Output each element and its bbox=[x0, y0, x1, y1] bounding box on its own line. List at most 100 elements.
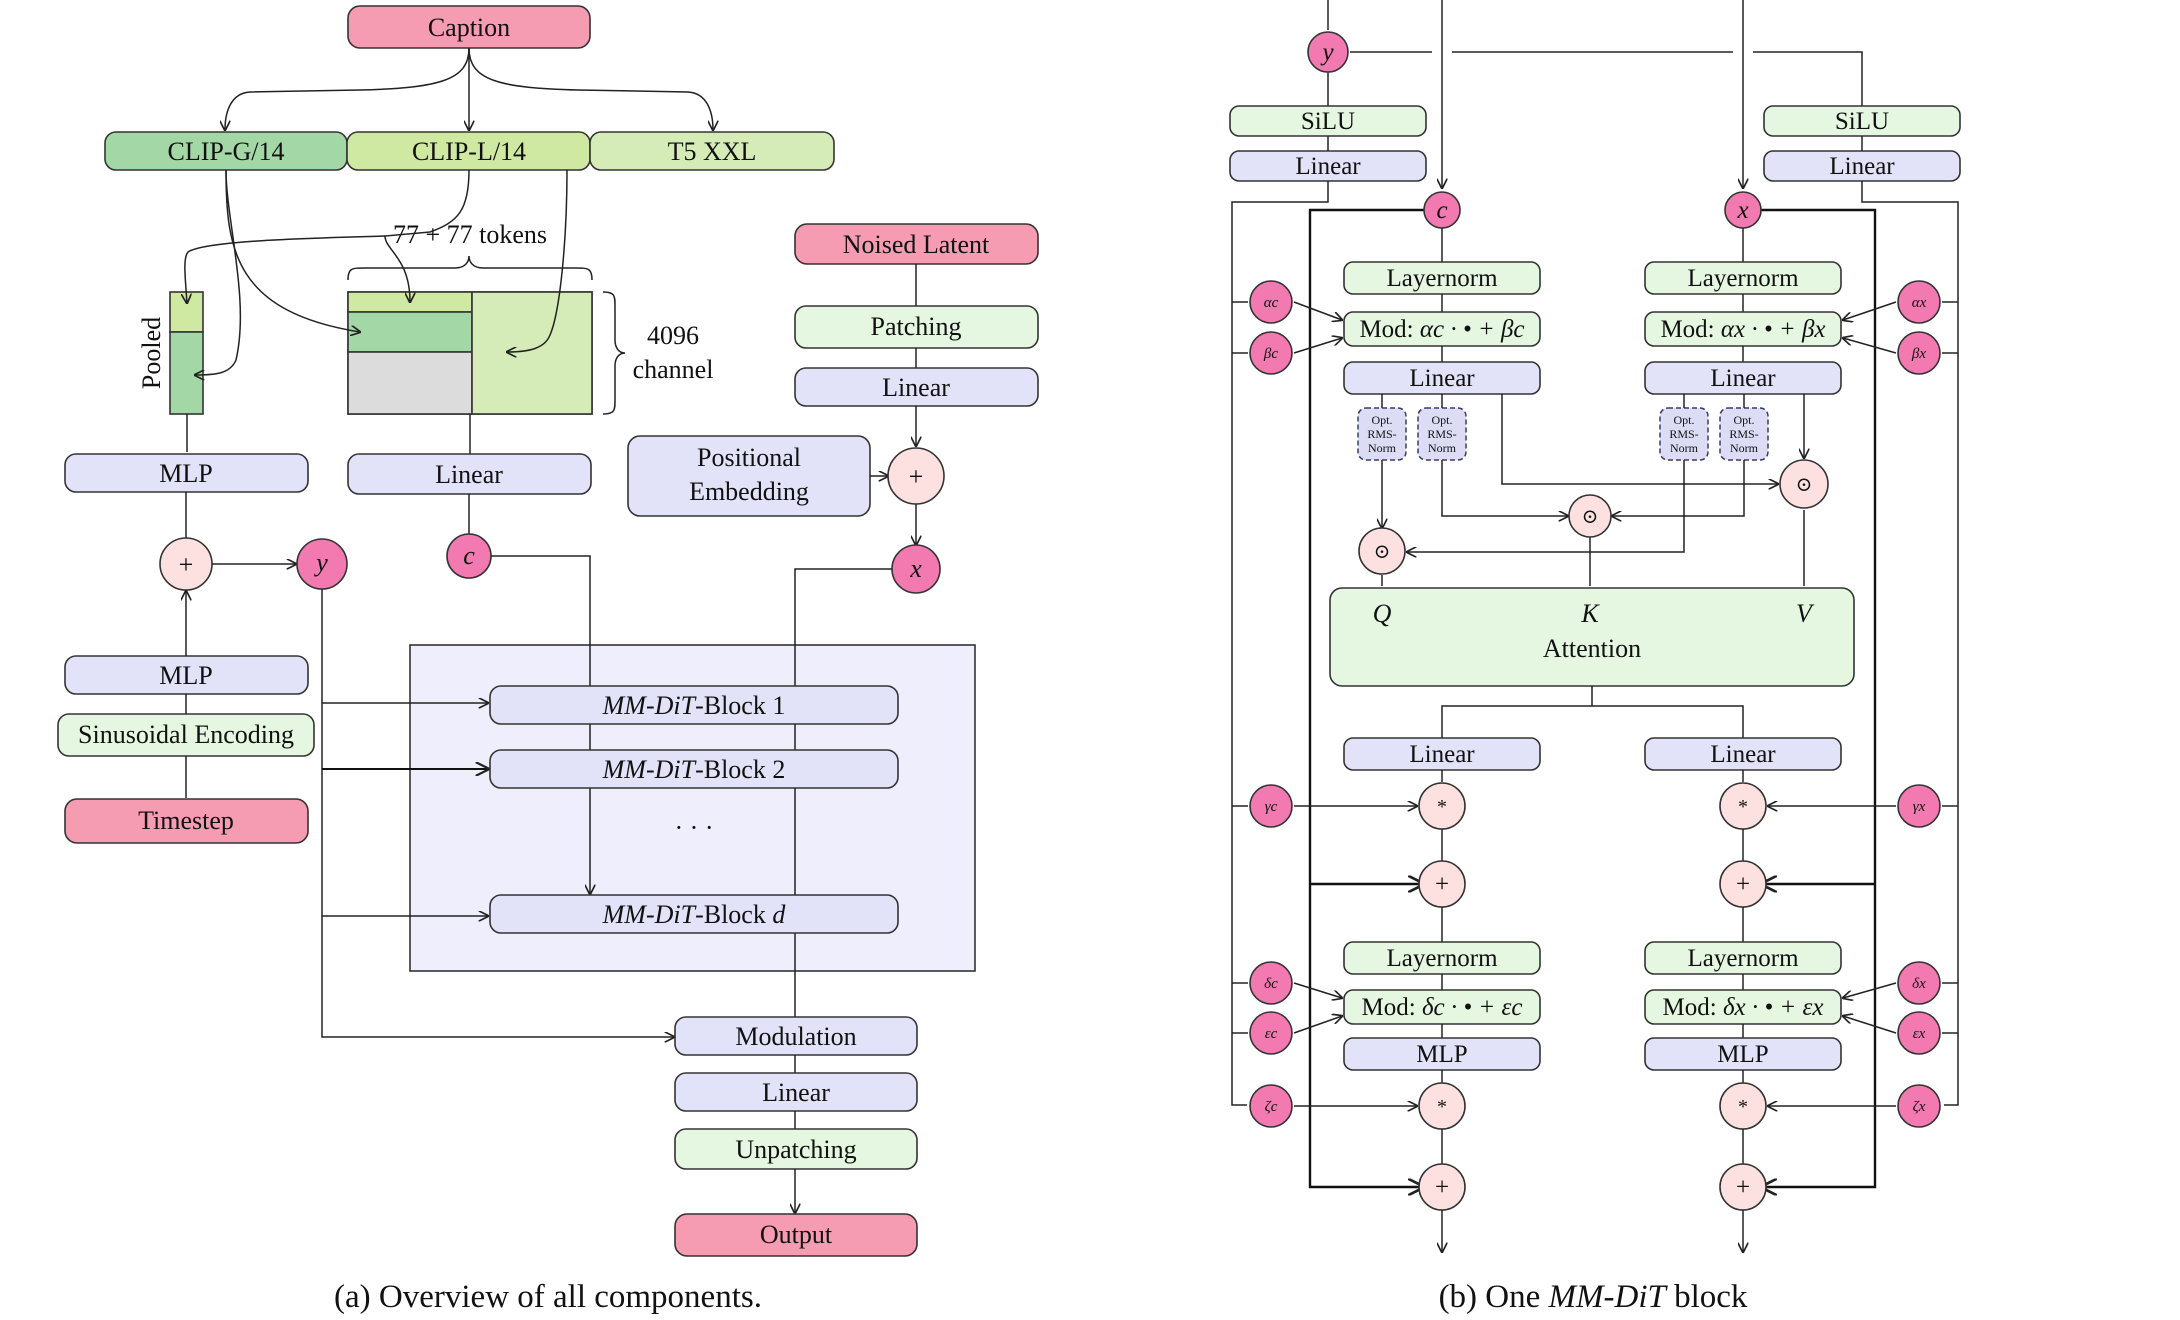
a-x-label: x bbox=[909, 554, 922, 583]
mmdit-block-2 bbox=[489, 749, 899, 789]
b-attention-label: Attention bbox=[1543, 634, 1641, 663]
b-x-linear-box bbox=[1644, 361, 1842, 395]
svg-text:Norm: Norm bbox=[1428, 441, 1457, 455]
mlp-bottom-label: MLP bbox=[159, 661, 212, 690]
b-alpha-x-dot bbox=[1897, 280, 1941, 324]
b-right-rail bbox=[1861, 181, 1959, 1106]
patching-label: Patching bbox=[871, 312, 962, 341]
mlp-top-label: MLP bbox=[159, 459, 212, 488]
channel-number: 4096 bbox=[647, 321, 699, 350]
b-zeta-x-dot bbox=[1897, 1084, 1941, 1128]
svg-text:Linear: Linear bbox=[1409, 741, 1475, 768]
unpatching-box bbox=[674, 1128, 918, 1170]
a-latent-linear-label: Linear bbox=[882, 373, 950, 402]
svg-text:Norm: Norm bbox=[1730, 441, 1759, 455]
svg-text:RMS-: RMS- bbox=[1427, 427, 1456, 441]
b-c-mod1-label: Mod: αc · • + βc bbox=[1359, 316, 1524, 343]
svg-text:βc: βc bbox=[1263, 346, 1278, 362]
b-eps-c-dot bbox=[1249, 1011, 1293, 1055]
svg-text:εx: εx bbox=[1913, 1026, 1926, 1042]
svg-text:αx: αx bbox=[1912, 295, 1927, 311]
a-head-linear-label: Linear bbox=[762, 1078, 830, 1107]
b-x-linear-label: Linear bbox=[1710, 365, 1776, 392]
svg-text:MLP: MLP bbox=[1717, 1041, 1768, 1068]
panel-a-overview: Caption CLIP-G/14 CLIP-L/14 T5 XXL 77 + … bbox=[57, 5, 1039, 1315]
timestep-box bbox=[64, 798, 309, 844]
svg-text:Layernorm: Layernorm bbox=[1386, 945, 1498, 972]
mmdit-block-1 bbox=[489, 685, 899, 725]
b-c-mod2-label: Mod: δc · • + εc bbox=[1362, 994, 1523, 1021]
b-gamma-x-dot bbox=[1897, 784, 1941, 828]
b-x-mod2-label: Mod: δx · • + εx bbox=[1663, 994, 1824, 1021]
clip-l-label: CLIP-L/14 bbox=[412, 137, 526, 166]
b-eps-x-dot bbox=[1897, 1011, 1941, 1055]
b-opt-rmsnorm-group: Opt. RMS- Norm Opt. RMS- Norm Opt. RMS- … bbox=[1357, 407, 1769, 461]
svg-text:βx: βx bbox=[1911, 346, 1926, 362]
channel-word: channel bbox=[633, 355, 714, 384]
modulation-label: Modulation bbox=[735, 1022, 856, 1051]
b-silu-left-label: SiLU bbox=[1301, 108, 1355, 135]
b-c-residual-rail bbox=[1308, 208, 1442, 1187]
b-zeta-c-dot bbox=[1249, 1084, 1293, 1128]
svg-text:⊙: ⊙ bbox=[1796, 474, 1813, 496]
svg-text:αc: αc bbox=[1264, 295, 1279, 311]
b-qkv-routing-lines bbox=[1382, 394, 1804, 586]
a-y-label: y bbox=[313, 548, 328, 577]
svg-text:RMS-: RMS- bbox=[1669, 427, 1698, 441]
b-delta-x-dot bbox=[1897, 961, 1941, 1005]
svg-text:Linear: Linear bbox=[1710, 741, 1776, 768]
blocks-ellipsis: · · · bbox=[675, 813, 714, 842]
svg-text:+: + bbox=[1736, 871, 1750, 898]
tokens-brace bbox=[347, 255, 593, 281]
svg-text:*: * bbox=[1437, 1096, 1447, 1118]
b-v-label: V bbox=[1796, 599, 1815, 628]
svg-text:εc: εc bbox=[1265, 1026, 1278, 1042]
positional-label-2: Embedding bbox=[689, 477, 809, 506]
svg-text:*: * bbox=[1738, 1096, 1748, 1118]
b-x-residual-rail bbox=[1743, 208, 1877, 1187]
caption-label: Caption bbox=[428, 13, 510, 42]
t5-label: T5 XXL bbox=[668, 137, 757, 166]
mmdit-block-d bbox=[489, 894, 899, 934]
svg-text:Layernorm: Layernorm bbox=[1687, 945, 1799, 972]
svg-text:+: + bbox=[1435, 1174, 1449, 1201]
b-left-rail bbox=[1231, 181, 1329, 1106]
svg-text:γc: γc bbox=[1265, 799, 1278, 815]
b-y-branch-line bbox=[1350, 51, 1863, 106]
b-odot-k bbox=[1568, 494, 1612, 538]
b-y-label: y bbox=[1319, 39, 1334, 66]
mmdit-block-2-label: MM-DiT-Block 2 bbox=[602, 755, 786, 784]
b-q-label: Q bbox=[1373, 599, 1392, 628]
noised-latent-label: Noised Latent bbox=[843, 230, 990, 259]
svg-text:RMS-: RMS- bbox=[1729, 427, 1758, 441]
b-c-layernorm-label: Layernorm bbox=[1386, 265, 1498, 292]
b-c-linear-label: Linear bbox=[1409, 365, 1475, 392]
svg-text:δc: δc bbox=[1264, 976, 1278, 992]
b-k-label: K bbox=[1580, 599, 1600, 628]
svg-text:Opt.: Opt. bbox=[1674, 413, 1695, 427]
b-x-layernorm-label: Layernorm bbox=[1687, 265, 1799, 292]
a-head-linear-box bbox=[674, 1072, 918, 1112]
b-c-label: c bbox=[1436, 197, 1447, 224]
b-linear-right-label: Linear bbox=[1829, 153, 1895, 180]
b-beta-x-dot bbox=[1897, 331, 1941, 375]
output-box bbox=[674, 1213, 918, 1257]
pooled-label: Pooled bbox=[137, 317, 166, 389]
panel-b-caption: (b) One MM-DiT block bbox=[1439, 1279, 1748, 1315]
mmdit-block-d-label: MM-DiT-Block d bbox=[602, 900, 787, 929]
channel-brace bbox=[602, 291, 626, 415]
b-attention-split-line bbox=[1441, 686, 1744, 738]
b-right-param-arrows bbox=[1768, 301, 1958, 1106]
output-label: Output bbox=[760, 1220, 833, 1249]
svg-text:RMS-: RMS- bbox=[1367, 427, 1396, 441]
svg-text:ζc: ζc bbox=[1265, 1099, 1278, 1115]
svg-text:Opt.: Opt. bbox=[1372, 413, 1393, 427]
b-delta-c-dot bbox=[1249, 961, 1293, 1005]
unpatching-label: Unpatching bbox=[735, 1135, 856, 1164]
b-alpha-c-dot bbox=[1249, 280, 1293, 324]
b-x-label: x bbox=[1736, 197, 1748, 224]
svg-text:γx: γx bbox=[1913, 799, 1926, 815]
b-odot-q bbox=[1358, 527, 1406, 575]
b-odot-v bbox=[1779, 459, 1829, 509]
positional-label-1: Positional bbox=[697, 443, 801, 472]
